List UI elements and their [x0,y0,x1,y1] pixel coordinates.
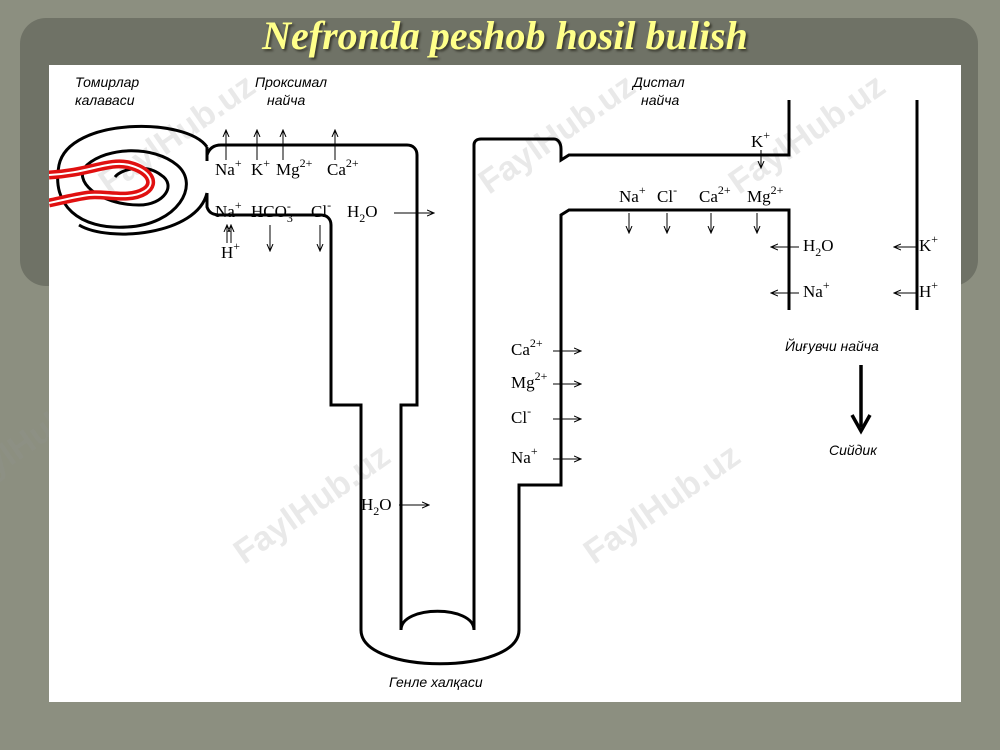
urine-label: Сийдик [829,442,878,458]
henle-loop-label: Генле халқаси [389,674,483,690]
ion-distal: Cl- [657,183,677,206]
ion-proximal-bottom: H2O [347,202,378,225]
watermarks: FaylHub.uz FaylHub.uz FaylHub.uz FaylHub… [92,66,892,571]
ion-distal: Mg2+ [747,183,784,206]
ion-collecting-duct: H+ [919,278,938,301]
ion-proximal-top: Na+ [215,156,242,179]
ion-collecting-duct: Na+ [803,278,830,301]
ion-distal: Na+ [619,183,646,206]
watermark: FaylHub.uz [722,66,892,201]
distal-label: Дистал найча [631,74,689,108]
slide-title: Nefronda peshob hosil bulish [262,13,748,58]
ion-proximal-bottom: HCO3- [251,199,293,225]
ion-collecting-duct: K+ [919,232,938,255]
ion-layer: Na+ K+ Mg2+ Ca2+ Na+ HCO3- Cl- H2O H+ H2O Ca2+ Mg2+… [215,128,938,518]
ion-ascending-limb: Cl- [511,404,531,427]
ion-proximal-top: Ca2+ [327,156,359,179]
collecting-duct-label: Йиғувчи найча [785,337,879,354]
ion-ascending-limb: Na+ [511,444,538,467]
ion-proximal-bottom: Na+ [215,198,242,221]
tubule [205,100,919,666]
ion-proximal-secreted: H+ [221,239,240,262]
ion-proximal-top: K+ [251,156,270,179]
ion-collecting-duct: H2O [803,236,834,259]
urine-arrow [850,365,872,435]
diagram-panel: FaylHub.uz FaylHub.uz FaylHub.uz FaylHub… [49,65,961,702]
ion-ascending-limb: Mg2+ [511,369,548,392]
ion-distal: Ca2+ [699,183,731,206]
watermark: FaylHub.uz [577,436,747,571]
capillary-loop [49,159,155,208]
ion-proximal-top: Mg2+ [276,156,313,179]
glomerulus-label: Томирлар калаваси [75,74,143,108]
ion-distal-secreted: K+ [751,128,770,151]
ion-ascending-limb: Ca2+ [511,336,543,359]
ion-descending-limb: H2O [361,495,392,518]
ion-proximal-bottom: Cl- [311,198,331,221]
nephron-diagram: FaylHub.uz FaylHub.uz FaylHub.uz FaylHub… [49,66,938,690]
proximal-label: Проксимал найча [255,74,331,108]
watermark: FaylHub.uz [472,66,642,201]
